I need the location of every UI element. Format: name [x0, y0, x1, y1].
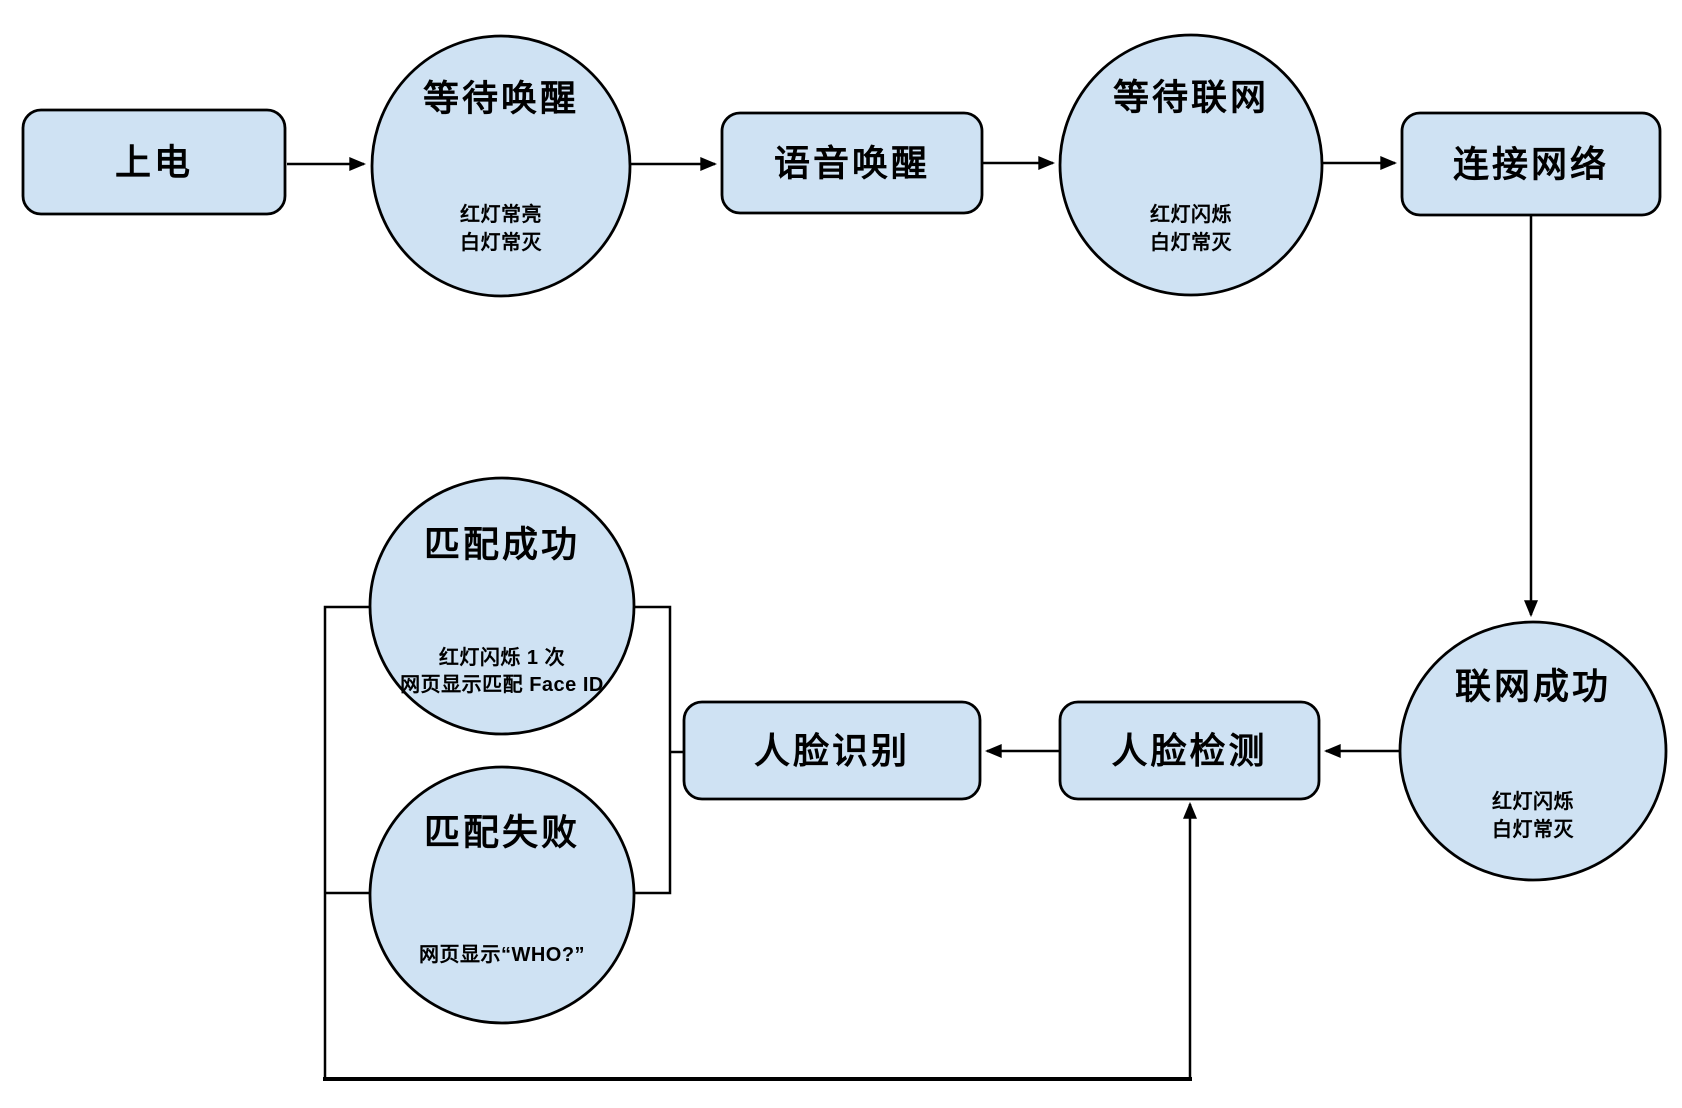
face-recognize-shape: [682, 700, 982, 801]
node-face-detect: 人脸检测: [1058, 700, 1321, 801]
network-ok-subtext-1: 白灯常灭: [1492, 817, 1575, 841]
wait-network-subtext-0: 红灯闪烁: [1150, 202, 1232, 226]
node-face-recognize: 人脸识别: [682, 700, 982, 801]
wait-wake-subtext-0: 红灯常亮: [460, 202, 542, 226]
node-voice-wake: 语音唤醒: [720, 111, 984, 215]
nodes-layer: 上电等待唤醒红灯常亮白灯常灭语音唤醒等待联网红灯闪烁白灯常灭连接网络联网成功红灯…: [21, 33, 1668, 1025]
network-ok-subtext-0: 红灯闪烁: [1492, 789, 1574, 813]
face-detect-label: 人脸检测: [1111, 730, 1267, 771]
wait-network-label: 等待联网: [1113, 77, 1269, 118]
wait-wake-shape: [370, 34, 632, 298]
edges-layer: [287, 156, 1538, 1081]
node-connect-network: 连接网络: [1400, 111, 1662, 217]
connect-network-label: 连接网络: [1453, 144, 1609, 185]
network-ok-label: 联网成功: [1455, 666, 1611, 707]
network-ok-shape: [1398, 620, 1668, 882]
match-fail-subtext-0: 网页显示“WHO?”: [419, 944, 585, 966]
edge-recognize-result-bracket: [633, 605, 672, 895]
match-success-label: 匹配成功: [424, 524, 580, 565]
edge-match-success-loop-left: [323, 605, 370, 1079]
wait-network-subtext-1: 白灯常灭: [1150, 230, 1233, 254]
match-fail-shape: [368, 765, 636, 1025]
power-on-shape: [21, 108, 287, 216]
power-on-label: 上电: [115, 142, 193, 183]
match-success-subtext-1: 网页显示匹配 Face ID: [400, 673, 604, 696]
voice-wake-label: 语音唤醒: [774, 143, 930, 184]
match-fail-label: 匹配失败: [424, 812, 580, 853]
face-recognize-label: 人脸识别: [754, 730, 910, 771]
wait-network-shape: [1058, 33, 1324, 297]
node-power-on: 上电: [21, 108, 287, 216]
wait-wake-subtext-1: 白灯常灭: [460, 230, 542, 254]
wait-wake-label: 等待唤醒: [423, 78, 579, 119]
match-success-subtext-0: 红灯闪烁 1 次: [439, 645, 565, 669]
